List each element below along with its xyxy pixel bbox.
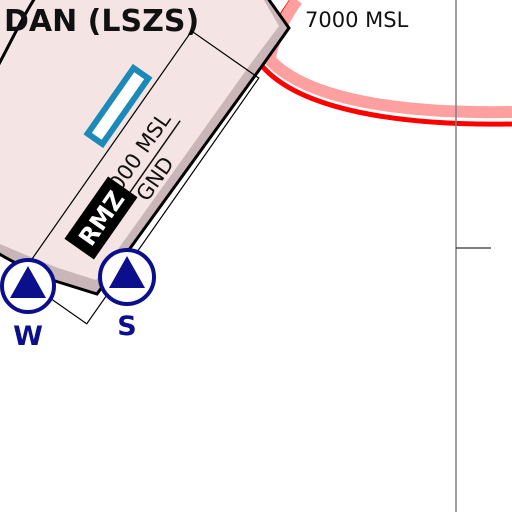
airport-label: DAN (LSZS)	[4, 4, 199, 39]
annotation-frame	[18, 30, 260, 325]
control-zone-inner-outline	[261, 0, 290, 67]
frequency-box	[83, 63, 153, 149]
reporting-point-triangle-icon	[109, 256, 145, 288]
reporting-point-w: W	[0, 258, 56, 352]
control-zone-fill	[0, 0, 279, 280]
adjacent-upper-limit: 7000 MSL	[305, 8, 409, 32]
control-zone	[0, 0, 291, 296]
control-zone-outline	[0, 0, 36, 66]
reporting-point-s: S	[98, 248, 156, 342]
reporting-point-triangle-icon	[10, 266, 46, 298]
reporting-point-label: S	[117, 311, 136, 342]
reporting-point-label: W	[13, 321, 43, 352]
